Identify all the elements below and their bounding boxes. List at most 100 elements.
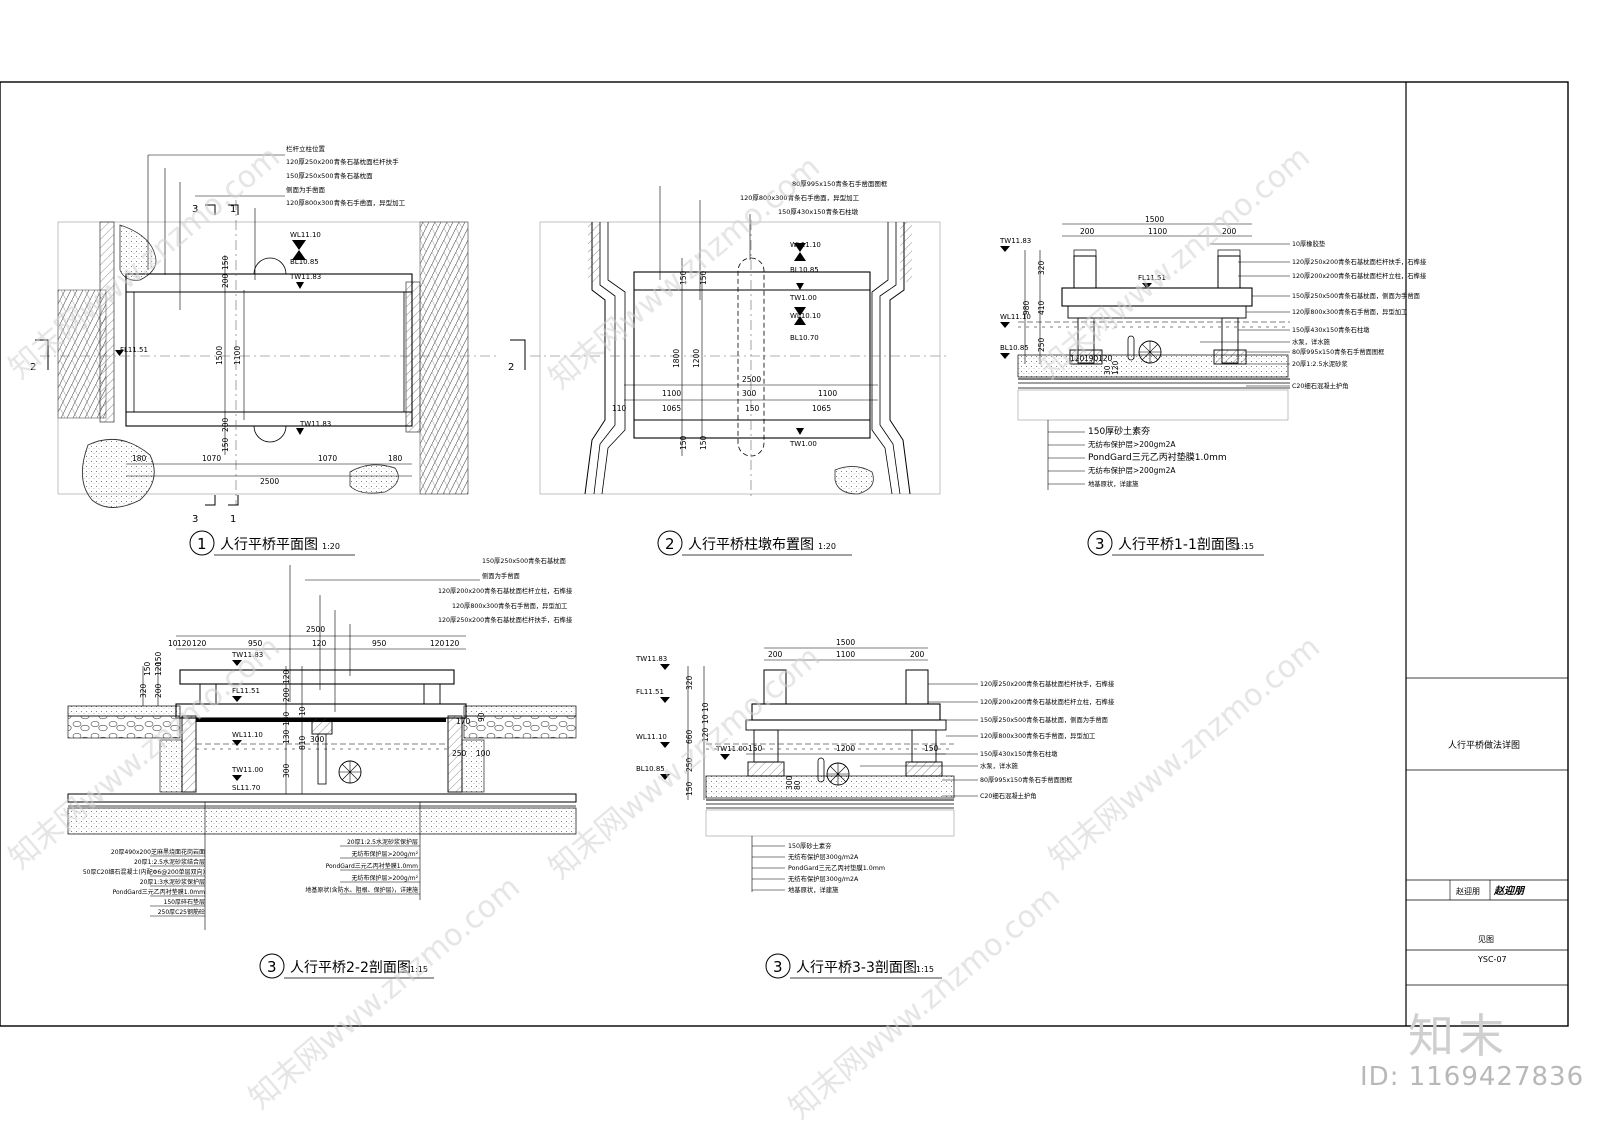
sec11-right-notes: 10厚橡胶垫 120厚250x200青条石基枕面栏杆扶手，石榫接 120厚200… (1292, 239, 1427, 390)
level-label: FL11.51 (120, 346, 148, 354)
watermarks: 知末网www.znzmo.com 知末网www.znzmo.com 知末网www… (3, 140, 1327, 1126)
dim: 950 (248, 639, 263, 648)
designer-signature: 赵迎朋 (1493, 885, 1526, 897)
pier-dims: 150 150 1800 1200 2500 1100 300 1100 110… (612, 270, 837, 450)
sheet-frame (0, 81, 1569, 1027)
material-note: 120厚200x200青条石基枕面栏杆立柱，石榫接 (438, 586, 573, 595)
svg-text:1: 1 (197, 535, 207, 553)
section-mark: 1 (230, 204, 236, 215)
dim: 300 (785, 775, 794, 790)
svg-text:3: 3 (1095, 535, 1105, 553)
sec33-bottom-notes: 150厚砂土素夯 无纺布保护层300g/m2A PondGard三元乙丙衬垫膜1… (788, 841, 885, 894)
sec11-levels: TW11.83 FL11.51 WL11.10 BL10.85 (999, 237, 1166, 352)
dim: 120 (1111, 360, 1120, 375)
dim: 120 (1098, 354, 1113, 363)
material-note: PondGard三元乙丙衬垫膜1.0mm (326, 862, 419, 870)
material-note: 120厚250x200青条石基枕面栏杆扶手，石榫接 (1292, 257, 1427, 266)
title-block: 人行平桥做法详图 赵迎朋 赵迎朋 见图 YSC-07 (1406, 677, 1568, 986)
dim: 200 (1222, 227, 1237, 236)
dim: 150 (143, 661, 152, 676)
view-titles: 1 人行平桥平面图 1:20 2 人行平桥柱墩布置图 1:20 3 人行平桥1-… (189, 530, 1264, 979)
view-title-4: 3 人行平桥2-2剖面图 1:15 (259, 953, 434, 979)
dim: 200 (221, 273, 230, 288)
section-mark: 3 (192, 204, 198, 215)
dim: 30 (1103, 365, 1112, 375)
dim: 100 (476, 749, 491, 758)
svg-text:3: 3 (267, 958, 277, 976)
material-note: 20厚1:2.5水泥砂浆保护层 (347, 838, 418, 846)
material-note: 无纺布保护层>200gm2A (1088, 439, 1176, 449)
section-mark: 3 (192, 514, 198, 525)
material-note: 150厚碎石垫层 (164, 898, 205, 906)
level-label: TW11.83 (231, 651, 263, 659)
level-label: BL10.85 (1000, 344, 1029, 352)
designer-name: 赵迎朋 (1456, 886, 1480, 896)
dim: 200 (221, 417, 230, 432)
dim: 1100 (233, 346, 242, 365)
dim: 10 (168, 639, 178, 648)
dim: 180 (388, 454, 403, 463)
dim: 150 (745, 404, 760, 413)
material-note: 20厚490x200芝麻黑烧面花岗岩面 (111, 848, 205, 856)
level-label: SL11.70 (232, 784, 260, 792)
view-title-2: 2 人行平桥柱墩布置图 1:20 (657, 530, 852, 556)
level-label: TW11.00 (231, 766, 263, 774)
material-note: 无纺布保护层>200gm2A (1088, 465, 1176, 475)
dim: 150 (748, 744, 763, 753)
material-note: PondGard三元乙丙衬垫膜1.0mm (788, 863, 885, 872)
sec33-right-notes: 120厚250x200青条石基枕面栏杆扶手，石榫接 120厚200x200青条石… (980, 679, 1115, 800)
pier-note: 80厚995x150青条石手凿面图框 (792, 179, 888, 188)
view-title-text: 人行平桥3-3剖面图 (796, 960, 917, 976)
dim: 120 (192, 639, 207, 648)
dim: 150 (699, 435, 708, 450)
level-label: BL10.85 (290, 258, 319, 266)
material-note: 20厚1:2.5水泥砂浆 (1292, 359, 1348, 368)
dim: 150 (699, 270, 708, 285)
pier-labels: 2 WL11.10 BL10.85 TW1.00 WL10.10 BL10.70… (508, 241, 821, 448)
dim: 1100 (836, 650, 855, 659)
material-note: C20细石混凝土护角 (1292, 381, 1349, 390)
sec11-dims: 1500 200 1100 200 320 980 410 250 120 19… (1022, 215, 1237, 375)
sec33-dims: 1500 200 1100 200 150 1200 150 320 660 2… (685, 638, 939, 796)
level-label: TW1.00 (789, 440, 817, 448)
section-mark: 2 (30, 362, 36, 373)
material-note: 150厚430x150青条石柱墩 (980, 749, 1058, 758)
plan-note: 侧面为手凿面 (286, 185, 326, 194)
dim: 410 (1037, 300, 1046, 315)
level-label: BL10.70 (790, 334, 819, 342)
pier-note: 120厚800x300青条石手凿面，异型加工 (740, 193, 860, 202)
level-label: TW11.83 (999, 237, 1031, 245)
material-note: 150厚250x500青条石基枕面 (482, 556, 566, 565)
dim: 150 (679, 270, 688, 285)
dim: 320 (1037, 260, 1046, 275)
dim: 2500 (742, 375, 761, 384)
dim: 1065 (662, 404, 681, 413)
material-note: 150厚250x500青条石基枕面，侧面为手凿面 (1292, 291, 1420, 300)
dim: 1500 (1145, 215, 1164, 224)
level-label: BL10.85 (636, 765, 665, 773)
dim: 200 (910, 650, 925, 659)
dim: 1800 (672, 349, 681, 368)
dim: 90 (477, 712, 486, 722)
material-note: 无纺布保护层300g/m2A (788, 874, 859, 883)
dim: 10 (701, 714, 710, 724)
plan-note: 120厚800x300青条石手凿面，异型加工 (286, 198, 406, 207)
material-note: 80厚995x150青条石手凿面图框 (980, 775, 1073, 784)
material-note: 120厚200x200青条石基枕面栏杆立柱，石榫接 (1292, 271, 1427, 280)
dim: 320 (139, 683, 148, 698)
material-note: 120厚800x300青条石手凿面，异型加工 (1292, 307, 1407, 316)
material-note: 无纺布保护层>200g/m² (351, 850, 418, 858)
sec22-left-notes: 20厚490x200芝麻黑烧面花岗岩面 20厚1:2.5水泥砂浆结合层 50厚C… (83, 848, 205, 916)
view-title-5: 3 人行平桥3-3剖面图 1:15 (765, 953, 942, 979)
pier-notes: 80厚995x150青条石手凿面图框 120厚800x300青条石手凿面，异型加… (740, 179, 888, 216)
dim: 120 (282, 669, 291, 684)
view-title-1: 1 人行平桥平面图 1:20 (189, 530, 355, 556)
material-note: 120厚250x200青条石基枕面栏杆扶手，石榫接 (438, 615, 573, 624)
plan-marks: 3 1 3 1 2 (30, 204, 236, 525)
section-mark: 1 (230, 514, 236, 525)
view-title-text: 人行平桥柱墩布置图 (688, 537, 814, 553)
material-note: 地基原状(含防水、阻根、保护层)，详建施 (305, 886, 418, 894)
dim: 150 (679, 435, 688, 450)
dim: 170 (456, 717, 471, 726)
